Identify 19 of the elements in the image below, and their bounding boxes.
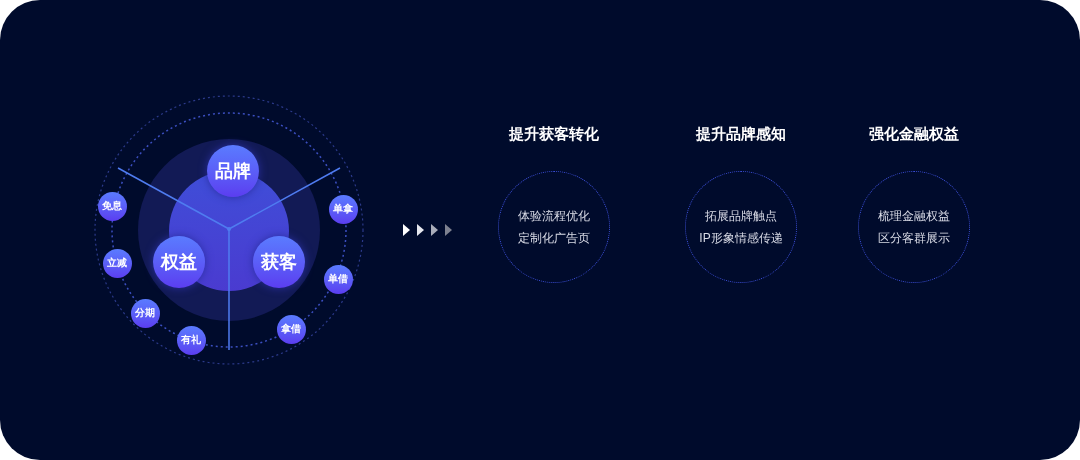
tag-label: 单借 (328, 274, 348, 284)
goal-heading: 提升品牌感知 (696, 126, 786, 141)
tag-label: 拿借 (281, 324, 301, 334)
goal-item: IP形象情感传递 (699, 232, 783, 244)
tag-label: 有礼 (181, 335, 201, 345)
goal-item: 定制化广告页 (518, 232, 590, 244)
goal-heading: 提升获客转化 (509, 126, 599, 141)
tag-label: 立减 (107, 258, 127, 268)
category-label: 权益 (161, 253, 197, 271)
goal-item: 拓展品牌触点 (705, 210, 777, 222)
tag-label: 分期 (135, 308, 155, 318)
goal-heading: 强化金融权益 (869, 126, 959, 141)
goal-item: 区分客群展示 (878, 232, 950, 244)
category-label: 品牌 (215, 162, 251, 180)
tag-label: 单拿 (333, 204, 353, 214)
goal-item: 梳理金融权益 (878, 210, 950, 222)
goal-item: 体验流程优化 (518, 210, 590, 222)
tag-label: 免息 (102, 201, 122, 211)
category-label: 获客 (261, 253, 297, 271)
